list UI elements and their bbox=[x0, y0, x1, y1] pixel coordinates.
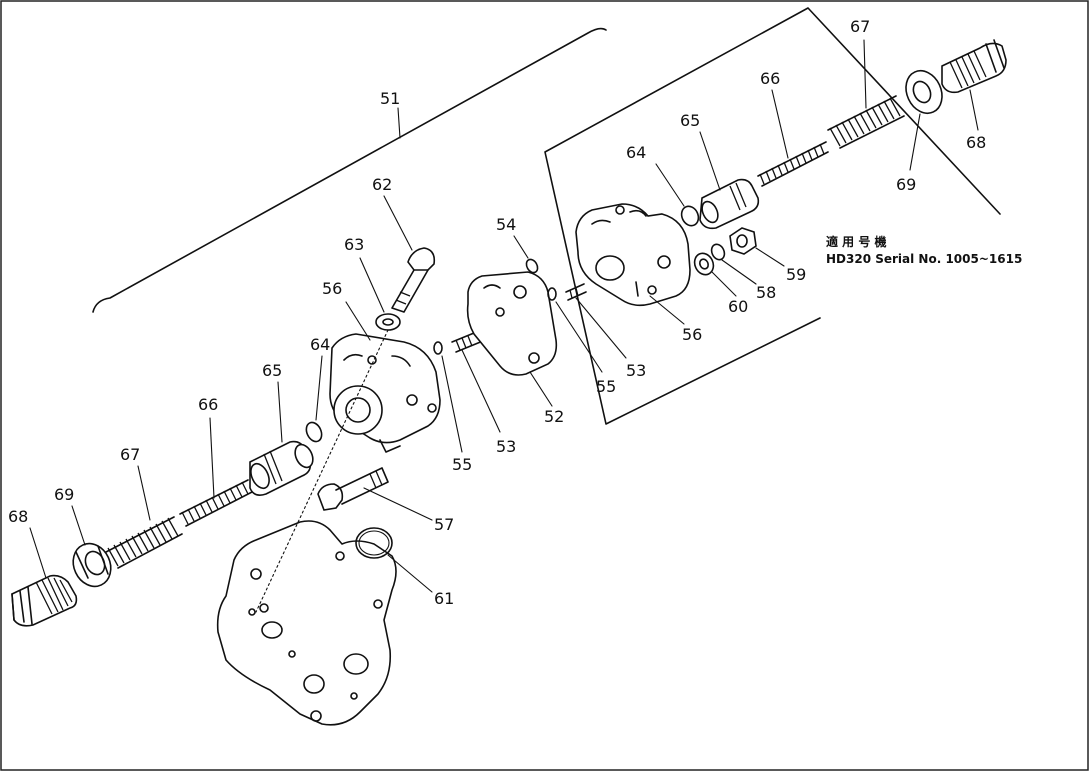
spring-66-left bbox=[179, 479, 253, 527]
leader-55-right bbox=[555, 301, 603, 373]
label-65-left: 65 bbox=[262, 361, 282, 380]
leader-53-left bbox=[461, 349, 501, 433]
washer-60-hole bbox=[699, 258, 709, 270]
leader-55-left bbox=[441, 355, 463, 453]
leader-67-right bbox=[863, 39, 867, 109]
label-66-left: 66 bbox=[198, 395, 218, 414]
main-housing bbox=[216, 520, 397, 726]
leader-56-right bbox=[649, 295, 685, 325]
spring-66-right bbox=[757, 141, 829, 187]
spring-67-right bbox=[827, 95, 905, 149]
leader-69-left bbox=[71, 505, 86, 546]
label-68-right: 68 bbox=[966, 133, 986, 152]
leader-65-right bbox=[699, 131, 721, 191]
note-serial-range: HD320 Serial No. 1005~1615 bbox=[826, 252, 1022, 266]
label-66-right: 66 bbox=[760, 69, 780, 88]
nut-69-left bbox=[72, 542, 112, 588]
leader-64-right bbox=[655, 163, 685, 207]
label-67-right: 67 bbox=[850, 17, 870, 36]
label-64-right: 64 bbox=[626, 143, 646, 162]
valve-body-56-right bbox=[575, 203, 691, 307]
label-64-left: 64 bbox=[310, 335, 330, 354]
variant-frame bbox=[544, 7, 1001, 425]
assembly-line-dashed bbox=[255, 329, 389, 613]
leader-57 bbox=[363, 487, 433, 521]
label-58: 58 bbox=[756, 283, 776, 302]
leader-67-left bbox=[137, 465, 151, 521]
leader-65-left bbox=[277, 381, 283, 443]
leader-59 bbox=[755, 247, 785, 267]
label-54: 54 bbox=[496, 215, 516, 234]
leader-56-left bbox=[345, 301, 371, 341]
leader-53-right bbox=[575, 297, 627, 359]
label-69-left: 69 bbox=[54, 485, 74, 504]
plate-52 bbox=[466, 271, 558, 376]
label-53-left: 53 bbox=[496, 437, 516, 456]
leader-61 bbox=[387, 554, 433, 593]
leader-66-left bbox=[209, 417, 215, 499]
label-62: 62 bbox=[372, 175, 392, 194]
label-63: 63 bbox=[344, 235, 364, 254]
oring-61-inner bbox=[358, 530, 390, 556]
leader-52 bbox=[529, 371, 553, 407]
label-56-right: 56 bbox=[682, 325, 702, 344]
label-67-left: 67 bbox=[120, 445, 140, 464]
spool-65-right bbox=[699, 178, 760, 230]
label-51: 51 bbox=[380, 89, 400, 108]
valve-body-56-left bbox=[329, 333, 441, 453]
label-53-right: 53 bbox=[626, 361, 646, 380]
plug-68-right bbox=[941, 39, 1007, 94]
washer-63-hole bbox=[382, 318, 394, 326]
label-61: 61 bbox=[434, 589, 454, 608]
nut-69-right bbox=[905, 70, 943, 114]
washer-64-right bbox=[680, 205, 700, 227]
label-57: 57 bbox=[434, 515, 454, 534]
spring-67-left bbox=[105, 516, 183, 569]
assembly-bracket-51 bbox=[92, 27, 607, 313]
oring-55-right bbox=[547, 287, 557, 301]
leader-69-right bbox=[909, 113, 921, 171]
label-56-left: 56 bbox=[322, 279, 342, 298]
leader-64-left bbox=[315, 355, 323, 421]
leader-66-right bbox=[771, 89, 789, 159]
label-59: 59 bbox=[786, 265, 806, 284]
label-65-right: 65 bbox=[680, 111, 700, 130]
ring-58 bbox=[710, 243, 726, 261]
label-69-right: 69 bbox=[896, 175, 916, 194]
bolt-53-right bbox=[565, 283, 587, 301]
nut-59 bbox=[729, 227, 757, 255]
pin-54 bbox=[525, 258, 539, 274]
leader-63 bbox=[359, 257, 385, 313]
label-68-left: 68 bbox=[8, 507, 28, 526]
leader-68-left bbox=[29, 527, 47, 579]
bolt-62-top bbox=[391, 247, 436, 313]
label-55-right: 55 bbox=[596, 377, 616, 396]
washer-60 bbox=[693, 252, 715, 276]
leader-58 bbox=[721, 259, 757, 285]
note-applicability-jp: 適 用 号 機 bbox=[826, 234, 887, 249]
label-52: 52 bbox=[544, 407, 564, 426]
leader-68-right bbox=[969, 89, 979, 131]
label-60: 60 bbox=[728, 297, 748, 316]
oring-61 bbox=[355, 527, 393, 559]
leader-54 bbox=[513, 235, 529, 259]
leader-51 bbox=[397, 107, 401, 139]
washer-63 bbox=[375, 313, 401, 331]
bolt-57 bbox=[317, 467, 389, 511]
oring-55-left bbox=[433, 341, 443, 355]
leader-60 bbox=[711, 271, 737, 297]
spool-65-left bbox=[249, 440, 314, 496]
washer-64-left bbox=[305, 421, 323, 443]
leader-62 bbox=[383, 195, 413, 251]
label-55-left: 55 bbox=[452, 455, 472, 474]
plug-68-left bbox=[11, 574, 78, 627]
